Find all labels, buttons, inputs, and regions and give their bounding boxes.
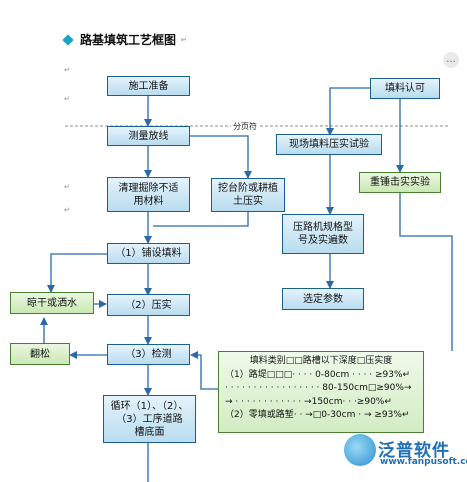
paragraph-mark: ↵ — [64, 206, 70, 214]
arrow-benching-spread — [153, 212, 249, 227]
node-approval: 填料认可 — [370, 78, 440, 99]
node-benching-label: 挖台阶或耕植 土压实 — [218, 183, 278, 207]
brand-url: www.fanpusoft.com — [380, 457, 467, 467]
brand-mark-icon — [344, 434, 376, 466]
node-spread-label: （1）铺设填料 — [115, 248, 182, 259]
node-params-label: 选定参数 — [303, 293, 343, 305]
node-prepare-label: 施工准备 — [128, 80, 169, 92]
node-compact: （2）压实 — [107, 294, 190, 316]
node-dry: 晾干或洒水 — [10, 292, 94, 314]
note-row: （2）零填或路堑· · →□0-30cm · → ≥93%↵ — [225, 410, 410, 420]
note-row: → · · · · · · · · · · · · →150cm· · ·≥90… — [225, 396, 392, 407]
arrow-approval-fieldtest — [326, 87, 370, 136]
note-row: · · · · · · · · · · · · · · · · · 80-150… — [225, 383, 412, 393]
node-roller-spec: 压路机规格型 号及实遍数 — [282, 214, 364, 254]
node-inspect-label: （3）检测 — [125, 349, 172, 360]
note-header: 填料类别□□路槽以下深度□压实度 — [249, 356, 393, 366]
line-hammer-note — [399, 193, 453, 351]
compaction-requirement-note: 填料类别□□路槽以下深度□压实度 （1）路堤□□□· · · · 0-80cm … — [218, 351, 424, 433]
node-clearing-label: 清理掘除不适 用材料 — [118, 182, 179, 207]
node-inspect: （3）检测 — [107, 344, 190, 365]
node-survey-label: 测量放线 — [128, 130, 169, 142]
arrow-spread-dry — [47, 253, 107, 293]
paragraph-mark: ↵ — [64, 95, 70, 103]
paragraph-mark: ↵ — [181, 35, 187, 44]
node-dry-label: 晾干或洒水 — [27, 297, 77, 309]
node-field-test-label: 现场填料压实试验 — [289, 139, 369, 150]
node-hammer-test-label: 重锤击实实验 — [370, 177, 430, 188]
diagram-title-text: 路基填筑工艺框图 — [80, 33, 177, 47]
node-loosen-label: 翻松 — [30, 348, 50, 360]
arrow-survey-benching — [190, 135, 252, 179]
node-benching: 挖台阶或耕植 土压实 — [211, 178, 285, 212]
watermark-logo: 泛普软件 www.fanpusoft.com — [344, 434, 467, 470]
page-break-label: 分页符 — [231, 121, 259, 132]
node-field-test: 现场填料压实试验 — [276, 134, 382, 155]
node-survey: 测量放线 — [107, 126, 190, 146]
node-compact-label: （2）压实 — [125, 299, 172, 311]
node-loosen: 翻松 — [10, 343, 70, 365]
node-hammer-test: 重锤击实实验 — [359, 172, 441, 193]
node-approval-label: 填料认可 — [385, 83, 425, 94]
paragraph-mark: ↵ — [64, 183, 70, 191]
node-prepare: 施工准备 — [107, 76, 190, 96]
node-clearing: 清理掘除不适 用材料 — [107, 177, 190, 212]
node-spread: （1）铺设填料 — [107, 243, 190, 264]
node-cycle-label: 循环（1）、（2）、 （3）工序道路 槽底面 — [110, 400, 189, 438]
arrow-note-inspect — [190, 351, 218, 390]
brand-name: 泛普软件 — [378, 441, 450, 461]
diagram-title: 路基填筑工艺框图 ↵ — [62, 31, 187, 48]
note-row: （1）路堤□□□· · · · 0-80cm · · · · ≥93%↵ — [225, 369, 411, 380]
node-cycle: 循环（1）、（2）、 （3）工序道路 槽底面 — [103, 395, 196, 443]
paragraph-mark: ↵ — [64, 66, 70, 74]
node-roller-spec-label: 压路机规格型 号及实遍数 — [293, 222, 353, 246]
more-options-button[interactable]: ... — [443, 52, 459, 68]
node-params: 选定参数 — [282, 288, 364, 310]
diamond-bullet-icon — [62, 33, 74, 46]
